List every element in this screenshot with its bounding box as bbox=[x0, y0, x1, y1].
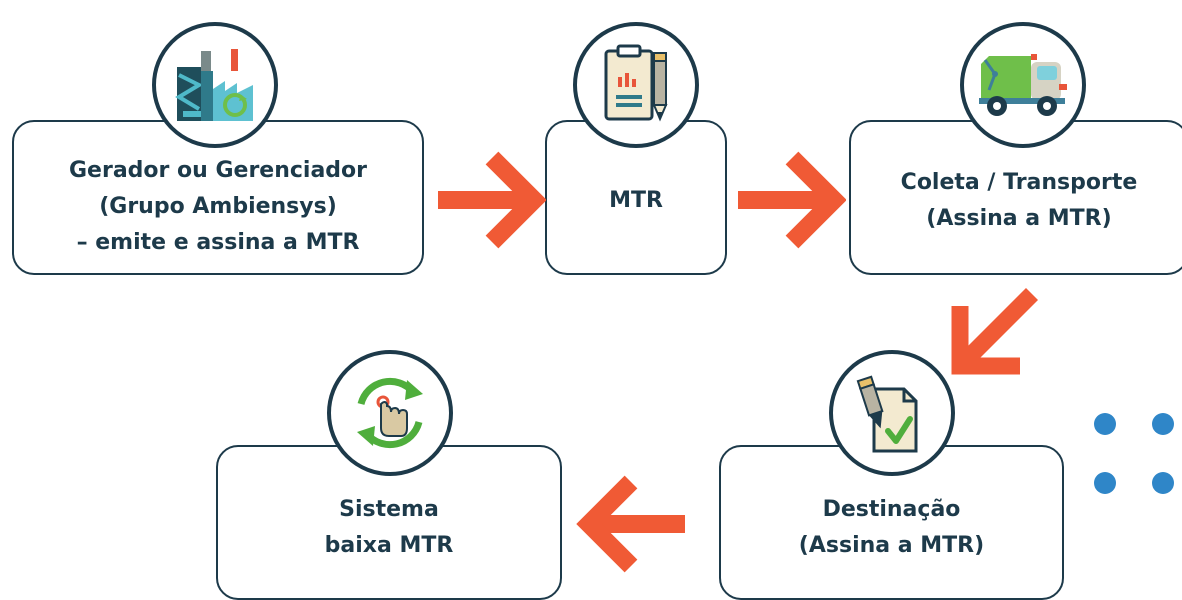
clipboard-report-icon bbox=[573, 22, 699, 148]
arrow-right-2 bbox=[738, 151, 846, 249]
step-label: MTR bbox=[609, 177, 663, 219]
step-label-line: (Grupo Ambiensys) bbox=[99, 193, 337, 219]
step-label-line: (Assina a MTR) bbox=[926, 205, 1112, 231]
step-label-line: Coleta / Transporte bbox=[900, 169, 1138, 195]
arrow-left bbox=[576, 475, 685, 573]
decor-dot bbox=[1152, 472, 1174, 494]
document-check-icon bbox=[829, 350, 955, 476]
step-label-line: Sistema bbox=[339, 496, 439, 522]
decor-dot bbox=[1152, 413, 1174, 435]
garbage-truck-icon bbox=[960, 22, 1086, 148]
step-box-coleta: Coleta / Transporte (Assina a MTR) bbox=[849, 120, 1182, 275]
decor-dot bbox=[1094, 413, 1116, 435]
arrow-right-1 bbox=[438, 151, 546, 249]
factory-recycle-icon bbox=[152, 22, 278, 148]
step-label-line: Destinação bbox=[822, 496, 961, 522]
step-label: Destinação (Assina a MTR) bbox=[799, 482, 984, 564]
step-label: Coleta / Transporte (Assina a MTR) bbox=[901, 159, 1138, 237]
refresh-hand-icon bbox=[327, 350, 453, 476]
step-label-line: MTR bbox=[609, 187, 663, 213]
step-label-line: baixa MTR bbox=[324, 532, 454, 558]
step-label: Sistema baixa MTR bbox=[325, 482, 454, 564]
step-label-line: – emite e assina a MTR bbox=[76, 229, 360, 255]
decor-dot bbox=[1094, 472, 1116, 494]
step-label: Gerador ou Gerenciador (Grupo Ambiensys)… bbox=[69, 135, 367, 261]
step-label-line: (Assina a MTR) bbox=[798, 532, 985, 558]
step-label-line: Gerador ou Gerenciador bbox=[68, 157, 368, 183]
arrow-down-left bbox=[951, 287, 1039, 375]
